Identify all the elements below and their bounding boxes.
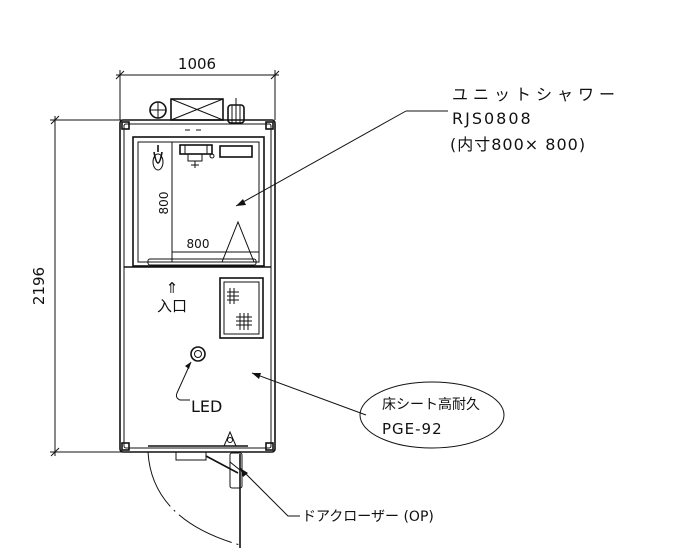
- door-sill: [148, 430, 248, 461]
- shower-label-line3: (内寸800× 800): [450, 135, 586, 154]
- faucet-icon: [179, 144, 215, 168]
- door-closer-label: ドアクローザー (OP): [302, 509, 434, 525]
- floor-sheet-leader-line: [251, 372, 367, 416]
- width-dimension-label: 1006: [178, 55, 216, 73]
- grille-icon-bottom: [236, 313, 252, 330]
- floor-sheet-label-line2: PGE-92: [382, 420, 443, 438]
- floor-sheet-label-line1: 床シート高耐久: [382, 396, 480, 413]
- shower-label-line2: RJS0808: [452, 109, 533, 128]
- door-closer-leader-line: [239, 467, 300, 517]
- led-label: LED: [191, 397, 222, 416]
- led-light-icon: [190, 346, 206, 362]
- door-swing-arc: [147, 451, 241, 546]
- shower-label-line1: ユニットシャワー: [452, 85, 620, 104]
- entrance-label: 入口: [157, 297, 187, 315]
- entrance-arrow-icon: ⇑: [166, 279, 179, 297]
- height-dimension: 2196: [30, 115, 125, 457]
- inner-width-label: 800: [187, 237, 210, 251]
- door-closer-icon: [205, 452, 243, 489]
- roof-equipment: [149, 98, 245, 124]
- shelf: [219, 145, 253, 158]
- height-dimension-label: 2196: [30, 267, 48, 305]
- grille-icon-top: [227, 288, 239, 304]
- control-panel: [219, 277, 264, 339]
- shower-unit: 800 800: [124, 136, 271, 268]
- inner-depth-label: 800: [157, 192, 171, 215]
- width-dimension: 1006: [115, 55, 280, 120]
- shower-leader-line: [235, 110, 407, 207]
- led-leader-line: [175, 361, 192, 401]
- floor-sheet-callout: [359, 381, 505, 449]
- drain-triangle: [221, 220, 255, 263]
